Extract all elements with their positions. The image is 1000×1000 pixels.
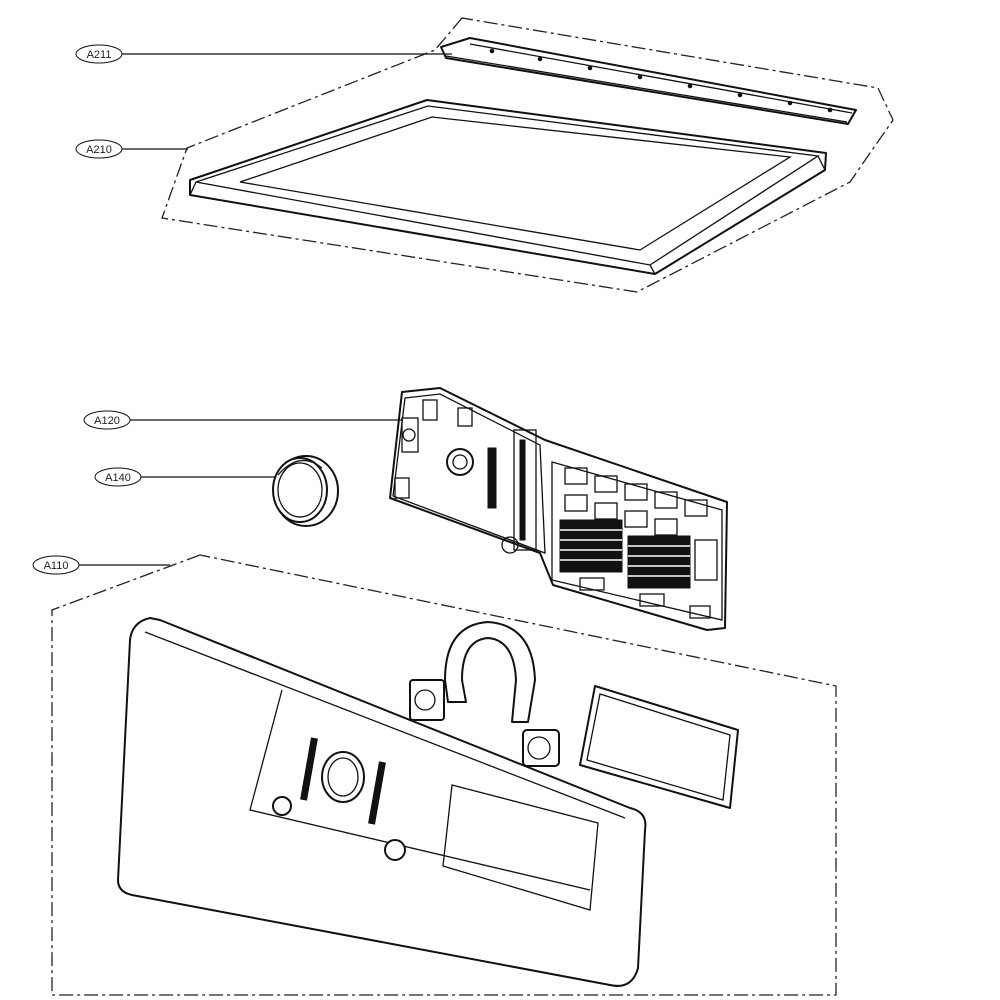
a110-control-panel (117, 617, 647, 987)
display-window (579, 685, 739, 809)
a211-rail-bracket (440, 37, 857, 125)
callout-a140: A140 (94, 467, 275, 487)
callout-a110: A110 (32, 555, 170, 575)
callout-a211: A211 (75, 44, 452, 64)
a210-top-lid (189, 99, 827, 275)
top-assembly-boundary (161, 17, 894, 293)
encoder-bracket (409, 621, 560, 767)
callout-label: A120 (94, 415, 120, 427)
control-panel-assembly-boundary (51, 554, 837, 996)
callout-label: A210 (86, 144, 112, 156)
a120-control-board (389, 387, 728, 631)
callout-label: A110 (44, 560, 69, 572)
callout-label: A140 (105, 472, 131, 484)
a140-knob (272, 455, 339, 527)
callout-a120: A120 (83, 410, 403, 430)
callout-a210: A210 (75, 139, 188, 159)
callout-label: A211 (87, 49, 112, 61)
